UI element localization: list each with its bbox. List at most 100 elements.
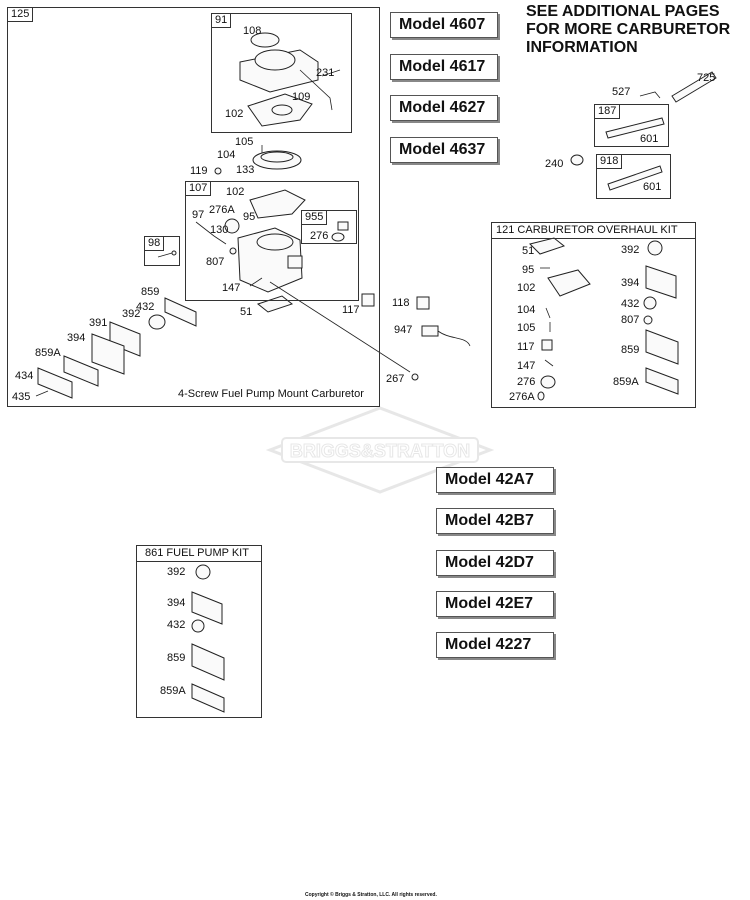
subassembly-955-box xyxy=(301,210,357,244)
callout-133: 133 xyxy=(236,164,255,176)
callout-117: 117 xyxy=(342,304,360,316)
fuel-pump-kit-item: 859 xyxy=(167,652,186,664)
subassembly-tag-187: 187 xyxy=(594,104,621,119)
gasket-51-drawing xyxy=(256,281,419,381)
carburetor-body-drawing xyxy=(195,189,349,293)
fuel-pump-kit-item: 859A xyxy=(160,685,186,697)
subassembly-107-box xyxy=(185,181,359,301)
overhaul-kit-item: 807 xyxy=(621,314,640,326)
carburetor-overhaul-kit-title: 121 CARBURETOR OVERHAUL KIT xyxy=(496,224,678,236)
callout-601-lower: 601 xyxy=(643,181,662,193)
subassembly-918-box xyxy=(596,154,671,199)
overhaul-kit-item: 104 xyxy=(517,304,536,316)
overhaul-kit-item: 394 xyxy=(621,277,640,289)
note-line-3: INFORMATION xyxy=(526,39,638,56)
copyright-footer: Copyright © Briggs & Stratton, LLC. All … xyxy=(305,892,437,898)
overhaul-kit-item: 859A xyxy=(613,376,639,388)
fuel-pump-stack-drawing xyxy=(35,297,197,399)
screw-98-drawing xyxy=(157,250,177,258)
callout-527: 527 xyxy=(612,86,631,98)
overhaul-kit-item: 276A xyxy=(509,391,535,403)
fuel-pump-kit-item: 432 xyxy=(167,619,186,631)
model-label-4607: Model 4607 xyxy=(390,12,498,38)
overhaul-kit-icons xyxy=(529,237,679,401)
model-label-4627: Model 4627 xyxy=(390,95,498,121)
subassembly-tag-955: 955 xyxy=(301,210,328,225)
overhaul-kit-item: 859 xyxy=(621,344,640,356)
fuel-pump-kit-item: 392 xyxy=(167,566,186,578)
callout-118: 118 xyxy=(392,297,410,309)
model-label-42D7: Model 42D7 xyxy=(436,550,554,576)
fuel-pump-kit-icons xyxy=(191,564,225,713)
callout-432: 432 xyxy=(136,301,155,313)
subassembly-91-box xyxy=(211,13,352,133)
fuel-pump-kit-box xyxy=(136,545,262,718)
main-box-caption: 4-Screw Fuel Pump Mount Carburetor xyxy=(178,388,364,400)
throttle-spring-drawing xyxy=(214,145,302,175)
callout-102-top: 102 xyxy=(225,108,244,120)
callout-725: 725 xyxy=(697,72,716,84)
callout-97: 97 xyxy=(192,209,205,221)
carburetor-top-cover-drawing xyxy=(239,32,341,127)
assembly-tag-125: 125 xyxy=(7,7,34,22)
model-label-42B7: Model 42B7 xyxy=(436,508,554,534)
model-label-4227: Model 4227 xyxy=(436,632,554,658)
callout-394: 394 xyxy=(67,332,86,344)
callout-147: 147 xyxy=(222,282,241,294)
overhaul-kit-item: 147 xyxy=(517,360,536,372)
callout-109: 109 xyxy=(292,91,311,103)
callout-104: 104 xyxy=(217,149,236,161)
callout-130: 130 xyxy=(210,224,229,236)
callout-601-upper: 601 xyxy=(640,133,659,145)
fuel-pump-kit-item: 394 xyxy=(167,597,186,609)
overhaul-kit-item: 102 xyxy=(517,282,536,294)
subassembly-187-box xyxy=(594,104,669,147)
subassembly-tag-918: 918 xyxy=(596,154,623,169)
overhaul-kit-item: 95 xyxy=(522,264,535,276)
callout-51: 51 xyxy=(240,306,253,318)
callout-435: 435 xyxy=(12,391,31,403)
callout-859A: 859A xyxy=(35,347,61,359)
overhaul-kit-item: 432 xyxy=(621,298,640,310)
note-line-1: SEE ADDITIONAL PAGES xyxy=(526,3,720,20)
svg-text:BRIGGS&STRATTON: BRIGGS&STRATTON xyxy=(290,441,470,461)
model-label-42E7: Model 42E7 xyxy=(436,591,554,617)
fuel-pump-kit-title: 861 FUEL PUMP KIT xyxy=(145,547,249,559)
callout-240: 240 xyxy=(545,158,564,170)
briggs-stratton-watermark: BRIGGS&STRATTON xyxy=(265,406,495,494)
overhaul-kit-item: 392 xyxy=(621,244,640,256)
callout-102-mid: 102 xyxy=(226,186,245,198)
model-label-42A7: Model 42A7 xyxy=(436,467,554,493)
callout-276: 276 xyxy=(310,230,329,242)
overhaul-kit-item: 105 xyxy=(517,322,536,334)
callout-947: 947 xyxy=(394,324,413,336)
fuel-pump-kit-divider xyxy=(136,561,262,562)
callout-119: 119 xyxy=(190,165,208,177)
subassembly-tag-107: 107 xyxy=(185,181,212,196)
model-label-4617: Model 4617 xyxy=(390,54,498,80)
callout-807: 807 xyxy=(206,256,225,268)
callout-267: 267 xyxy=(386,373,405,385)
callout-276A: 276A xyxy=(209,204,235,216)
overhaul-kit-item: 276 xyxy=(517,376,536,388)
callout-231: 231 xyxy=(316,67,335,79)
subassembly-tag-91: 91 xyxy=(211,13,232,28)
callout-105: 105 xyxy=(235,136,254,148)
callout-95: 95 xyxy=(243,211,256,223)
callout-434: 434 xyxy=(15,370,34,382)
fuel-line-parts-drawing xyxy=(570,71,717,191)
overhaul-kit-item: 51 xyxy=(522,245,535,257)
carburetor-overhaul-kit-box xyxy=(491,222,696,408)
model-label-4637: Model 4637 xyxy=(390,137,498,163)
subassembly-tag-98: 98 xyxy=(144,236,165,251)
shutoff-solenoid-drawing xyxy=(416,296,471,347)
main-carburetor-assembly-box xyxy=(7,7,380,407)
callout-392: 392 xyxy=(122,308,141,320)
note-line-2: FOR MORE CARBURETOR xyxy=(526,21,731,38)
callout-391: 391 xyxy=(89,317,108,329)
overhaul-kit-item: 117 xyxy=(517,341,535,353)
callout-859: 859 xyxy=(141,286,160,298)
overhaul-kit-divider xyxy=(491,238,696,239)
callout-108: 108 xyxy=(243,25,262,37)
